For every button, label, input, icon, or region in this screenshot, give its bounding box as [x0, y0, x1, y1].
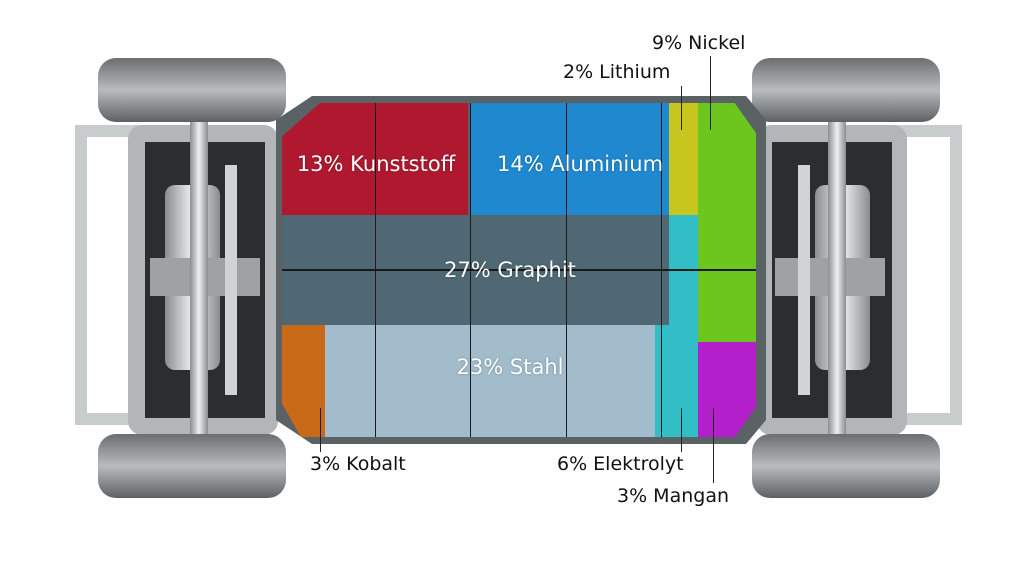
- cell-divider: [282, 269, 756, 271]
- region-elektrolyt-lower: [655, 325, 669, 437]
- wheel-rear-right: [752, 434, 940, 498]
- wheel-rear-left: [752, 58, 940, 122]
- label-kunststoff: 13% Kunststoff: [296, 152, 456, 176]
- label-graphit: 27% Graphit: [444, 258, 576, 282]
- region-stahl: [325, 325, 655, 437]
- label-nickel: 9% Nickel: [652, 32, 746, 54]
- region-nickel: [698, 103, 756, 342]
- leader-line-kobalt: [320, 408, 321, 452]
- leader-line-lithium: [681, 86, 682, 130]
- leader-line-elektrolyt: [681, 408, 682, 452]
- label-aluminium: 14% Aluminium: [496, 152, 664, 176]
- wheel-front-left: [98, 58, 286, 122]
- label-kobalt: 3% Kobalt: [310, 453, 406, 475]
- leader-line-mangan: [713, 408, 714, 483]
- label-lithium: 2% Lithium: [563, 61, 671, 83]
- label-mangan: 3% Mangan: [617, 485, 730, 507]
- battery-pack: [282, 103, 756, 437]
- wheel-front-right: [98, 434, 286, 498]
- region-aluminium: [470, 103, 669, 215]
- wheels: [98, 58, 940, 498]
- front-axle: [75, 110, 278, 450]
- label-elektrolyt: 6% Elektrolyt: [557, 453, 684, 475]
- leader-line-nickel: [710, 56, 711, 130]
- label-stahl: 23% Stahl: [456, 355, 564, 379]
- region-elektrolyt: [669, 215, 698, 437]
- rear-axle: [757, 110, 962, 450]
- region-lithium: [669, 103, 698, 215]
